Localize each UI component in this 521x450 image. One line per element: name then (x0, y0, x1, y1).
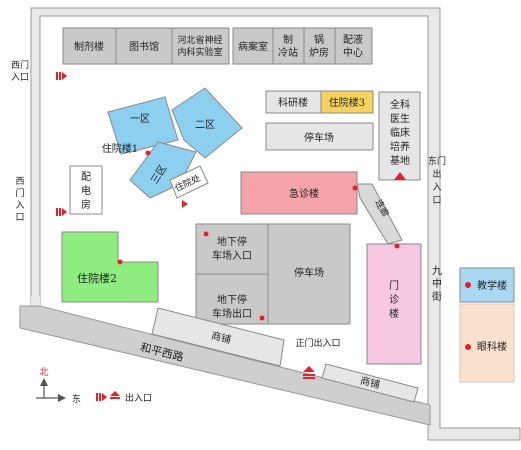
parking-top[interactable] (265, 122, 374, 151)
label-outpatient-line2: 诊 (389, 293, 399, 306)
label-lab-line2: 内科实验室 (177, 46, 222, 58)
underground-out-marker (259, 315, 265, 321)
west-gate2-arrow-icon (56, 208, 67, 216)
label-general-line5: 基地 (390, 154, 410, 167)
compass-icon (36, 378, 66, 402)
label-cooling-line1: 制 (283, 33, 293, 46)
label-eye: 眼科楼 (477, 340, 507, 353)
label-inpatient1: 住院楼1 (102, 142, 138, 155)
building-eye[interactable] (459, 303, 515, 383)
building-neuro-lab[interactable] (171, 27, 230, 65)
building-dispense[interactable] (334, 27, 373, 65)
label-dispense-line2: 中心 (343, 46, 363, 59)
label-east-gate-line1: 东门 (428, 155, 446, 167)
label-power-line2: 电 (81, 184, 91, 197)
label-west-gate1-line2: 入口 (11, 72, 29, 83)
label-outpatient-line3: 楼 (389, 307, 399, 320)
building-zone2[interactable] (171, 87, 243, 159)
parking-center[interactable] (267, 223, 351, 325)
label-inpatient2: 住院楼2 (77, 271, 117, 285)
label-lab-line1: 河北省神经 (177, 34, 222, 46)
label-jiuzhong-line1: 九 (432, 265, 442, 277)
label-west-gate2-line3: 入 (15, 200, 24, 211)
legend-east: 东 (72, 393, 81, 405)
building-power-room[interactable] (69, 165, 103, 215)
wall-corner (31, 296, 40, 308)
label-pathology: 病案室 (238, 40, 268, 53)
label-zone1: 一区 (130, 113, 150, 125)
inpatient-office-marker (182, 200, 188, 208)
label-boiler-line1: 锅 (314, 34, 324, 46)
label-inpatient3: 住院楼3 (329, 96, 365, 109)
road-hepingxi (19, 305, 431, 426)
label-research: 科研楼 (278, 96, 308, 109)
label-emergency: 急诊楼 (289, 187, 319, 200)
label-teaching: 教学楼 (477, 279, 507, 292)
label-zhiji: 制剂楼 (74, 40, 104, 53)
label-dispense-line1: 配液 (343, 33, 363, 46)
label-east-gate-line2: 出 (432, 168, 441, 180)
label-south-gate: 正门出入口 (295, 337, 340, 349)
building-general-practice[interactable] (378, 91, 421, 181)
label-general-line2: 医生 (390, 112, 410, 125)
legend-entrance-label: 出入口 (125, 392, 152, 404)
underground-parking-entrance[interactable] (195, 223, 269, 275)
building-inpatient3[interactable] (320, 90, 374, 114)
corridor[interactable] (356, 183, 403, 245)
label-underground-out-line2: 车场出口 (212, 307, 252, 320)
inpatient2-entrance-marker (117, 259, 123, 265)
emergency-entrance-marker (352, 185, 358, 191)
label-outpatient-line1: 门 (389, 279, 399, 292)
outpatient-entrance-marker (394, 243, 400, 249)
label-cooling-line2: 冷站 (278, 46, 298, 59)
building-cooling[interactable] (272, 27, 305, 65)
label-general-line1: 全科 (390, 98, 410, 111)
building-inpatient2[interactable] (61, 231, 159, 303)
label-power-line3: 房 (81, 198, 91, 211)
label-underground-out-line1: 地下停 (217, 293, 247, 306)
building-teaching[interactable] (459, 267, 515, 303)
label-west-gate1-line1: 西门 (11, 59, 29, 71)
label-jiuzhong-line2: 中 (432, 277, 442, 290)
building-emergency[interactable] (240, 171, 358, 215)
label-boiler-line2: 炉房 (309, 46, 329, 59)
label-general-line4: 培养 (390, 140, 410, 153)
label-west-gate2-line2: 门 (15, 187, 24, 199)
building-inpatient-office[interactable] (169, 165, 209, 199)
building-boiler[interactable] (303, 27, 336, 65)
label-west-gate2-line4: 口 (15, 213, 24, 223)
label-underground-in-line2: 车场入口 (212, 249, 252, 262)
building-outpatient[interactable] (366, 243, 422, 365)
building-zhiji[interactable] (62, 27, 117, 65)
label-parking-center: 停车场 (294, 266, 324, 279)
label-east-gate-line3: 入 (432, 182, 441, 193)
south-gate-icon (303, 366, 315, 379)
teaching-marker (465, 282, 471, 288)
legend-north: 北 (39, 367, 48, 378)
eye-marker (465, 344, 471, 350)
label-power-line1: 配 (81, 171, 91, 183)
label-east-gate-line4: 口 (432, 196, 441, 206)
legend-entrance-icon (96, 391, 120, 401)
shops-left[interactable] (151, 307, 285, 367)
label-general-line3: 临床 (390, 126, 410, 139)
label-underground-in-line1: 地下停 (217, 235, 247, 248)
label-parking-top: 停车场 (304, 131, 334, 144)
underground-parking-exit[interactable] (195, 273, 269, 325)
inpatient1-entrance-marker (145, 150, 151, 156)
shops-right[interactable] (321, 363, 419, 403)
underground-in-marker (203, 231, 209, 237)
building-pathology[interactable] (232, 27, 274, 65)
west-gate1-arrow-icon (56, 72, 67, 80)
label-west-gate2-line1: 西 (15, 176, 24, 187)
label-zone2: 二区 (195, 119, 215, 131)
label-jiuzhong-line3: 街 (432, 290, 442, 303)
label-library: 图书馆 (129, 40, 159, 53)
general-entrance-marker (394, 172, 406, 180)
